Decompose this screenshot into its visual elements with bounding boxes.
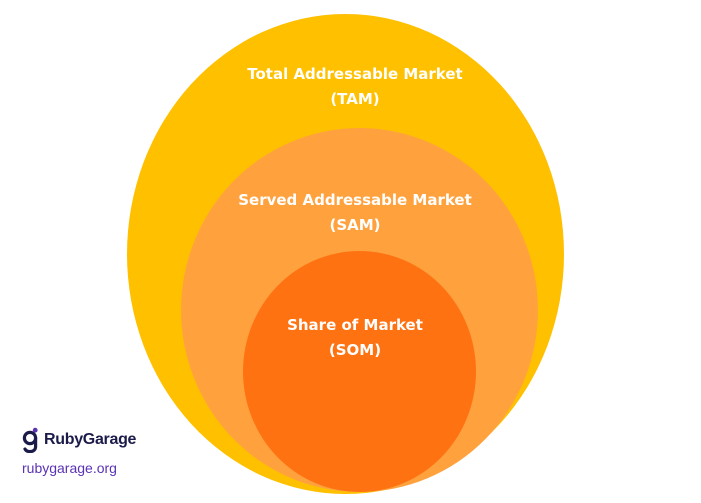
brand-url: rubygarage.org	[22, 460, 117, 476]
som-label: Share of Market (SOM)	[205, 313, 505, 363]
som-circle	[243, 251, 476, 492]
sam-label: Served Addressable Market (SAM)	[205, 188, 505, 238]
tam-title: Total Addressable Market	[247, 65, 463, 83]
brand-logo: RubyGarage	[22, 426, 192, 454]
brand-name: RubyGarage	[44, 431, 137, 448]
tam-label: Total Addressable Market (TAM)	[205, 62, 505, 112]
brand-block: RubyGarage rubygarage.org	[22, 426, 192, 476]
tam-abbr: (TAM)	[330, 90, 380, 108]
sam-abbr: (SAM)	[329, 216, 381, 234]
som-abbr: (SOM)	[328, 341, 382, 359]
som-title: Share of Market	[287, 316, 423, 334]
rubygarage-logo-icon	[22, 427, 38, 453]
sam-title: Served Addressable Market	[238, 191, 472, 209]
